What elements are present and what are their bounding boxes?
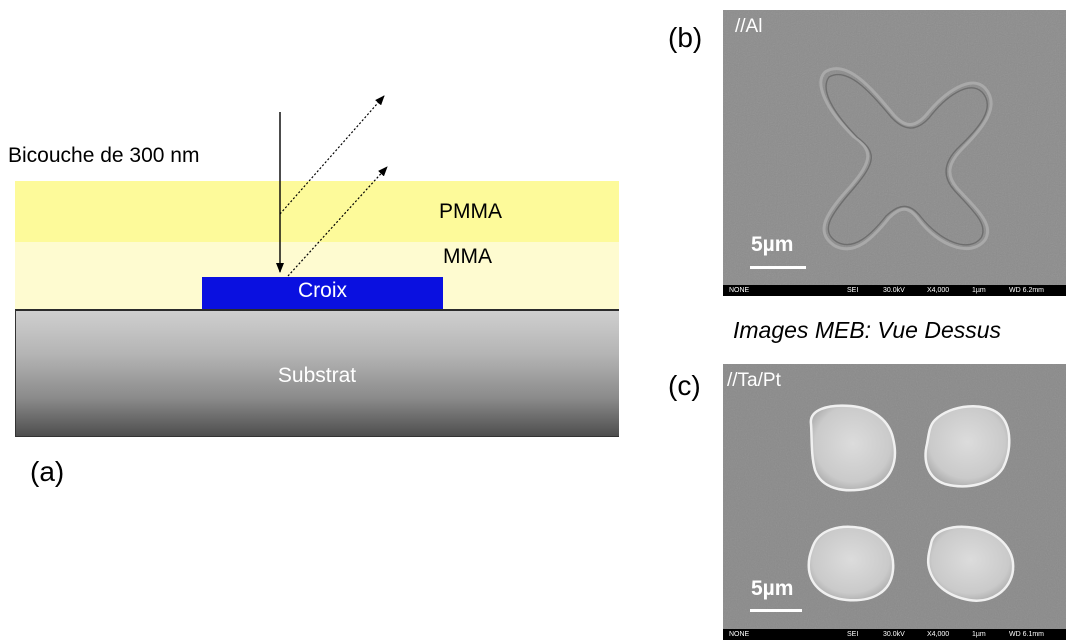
croix-label: Croix [297,279,347,302]
scale-bar-label-c: 5µm [751,577,794,600]
sample-label-al: //Al [735,16,763,37]
mma-label: MMA [443,245,492,268]
info-mode-c: NONE [729,631,750,638]
info-magnification-b: X4,000 [927,287,950,294]
info-wd-c: WD 6.1mm [1009,631,1044,638]
substrat-label: Substrat [277,364,357,387]
scale-bar-b [750,266,806,269]
scale-bar-c [750,609,802,612]
info-voltage-b: 30.0kV [883,287,905,294]
info-mode-b: NONE [729,287,750,294]
reflected-beam-arrow-2 [287,166,388,277]
sem-info-bar-b: NONE SEI 30.0kV X4,000 1µm WD 6.2mm [723,285,1066,296]
beam-arrows [276,95,388,277]
bilayer-label: Bicouche de 300 nm [8,144,200,167]
sem-image-tapt: //Ta/Pt 5µm NONE SEI 30.0kV X4,000 1µm W… [723,364,1066,640]
sem-tapt-pads [723,364,1066,640]
info-magnification-c: X4,000 [927,631,950,638]
cross-mark [202,277,443,309]
sem-image-al: //Al 5µm NONE SEI 30.0kV X4,000 1µm WD 6… [723,10,1066,296]
info-scale-c: 1µm [972,631,986,638]
substrate-layer [15,309,619,437]
info-detector-b: SEI [847,287,859,294]
pmma-layer [15,181,619,242]
sample-label-tapt: //Ta/Pt [727,370,781,391]
info-voltage-c: 30.0kV [883,631,905,638]
scale-bar-label-b: 5µm [751,233,794,256]
panel-c-label: (c) [668,370,701,401]
panel-a-label: (a) [30,456,65,487]
info-detector-c: SEI [847,631,859,638]
pmma-label: PMMA [439,200,502,223]
info-wd-b: WD 6.2mm [1009,287,1044,294]
info-scale-b: 1µm [972,287,986,294]
sem-al-cross [723,10,1066,296]
reflected-beam-arrow-1 [279,95,385,215]
sem-info-bar-c: NONE SEI 30.0kV X4,000 1µm WD 6.1mm [723,629,1066,640]
caption: Images MEB: Vue Dessus [733,317,1002,343]
panel-b-label: (b) [668,22,703,53]
